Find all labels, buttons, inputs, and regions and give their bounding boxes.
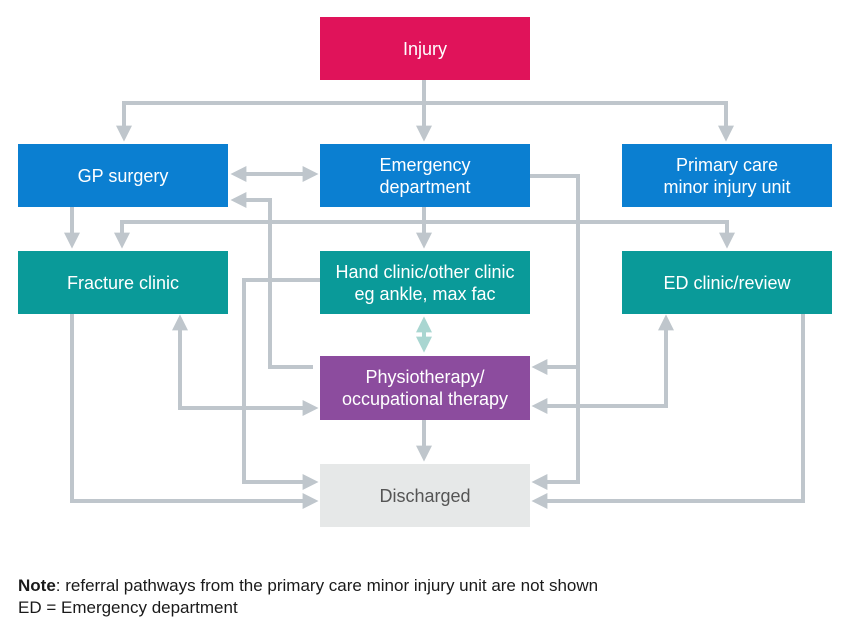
arrow-ed-edclinic	[424, 220, 735, 249]
node-hand-clinic-label: Hand clinic/other clinic eg ankle, max f…	[335, 261, 515, 304]
node-physiotherapy-label: Physiotherapy/ occupational therapy	[341, 367, 509, 409]
footnote-line-1: Note: referral pathways from the primary…	[18, 575, 598, 597]
arrow-physio-edclinic	[531, 314, 674, 414]
footnote-line-2: ED = Emergency department	[18, 598, 238, 617]
footnote-note-text: : referral pathways from the primary car…	[55, 576, 599, 595]
footnote: Note: referral pathways from the primary…	[18, 575, 598, 619]
node-gp-surgery: GP surgery	[18, 144, 228, 207]
node-injury-label: Injury	[402, 38, 447, 59]
arrow-ed-fracture	[114, 220, 424, 249]
node-gp-surgery-label: GP surgery	[77, 165, 169, 186]
arrow-injury-gp	[116, 101, 424, 142]
arrow-hand-discharged	[242, 278, 320, 490]
node-physiotherapy: Physiotherapy/ occupational therapy	[320, 356, 530, 420]
arrow-ed-discharged	[531, 367, 580, 490]
node-primary-care: Primary care minor injury unit	[622, 144, 832, 207]
arrow-physio-fracture	[172, 314, 319, 416]
node-injury: Injury	[320, 17, 530, 80]
node-ed-clinic: ED clinic/review	[622, 251, 832, 314]
node-primary-care-label: Primary care minor injury unit	[663, 154, 791, 197]
arrow-injury-primary	[424, 101, 734, 142]
arrow-edclinic-discharged	[531, 314, 805, 509]
node-fracture-clinic-label: Fracture clinic	[66, 272, 180, 293]
arrow-ed-physio	[530, 174, 580, 375]
node-discharged: Discharged	[320, 464, 530, 527]
arrow-physio-gp	[230, 192, 313, 369]
node-discharged-label: Discharged	[379, 485, 471, 506]
node-fracture-clinic: Fracture clinic	[18, 251, 228, 314]
node-hand-clinic: Hand clinic/other clinic eg ankle, max f…	[320, 251, 530, 314]
arrow-fracture-discharged	[70, 314, 319, 509]
node-ed-clinic-label: ED clinic/review	[663, 272, 791, 293]
footnote-note-label: Note	[18, 576, 56, 595]
node-emergency-department: Emergency department	[320, 144, 530, 207]
node-emergency-department-label: Emergency department	[379, 154, 471, 197]
